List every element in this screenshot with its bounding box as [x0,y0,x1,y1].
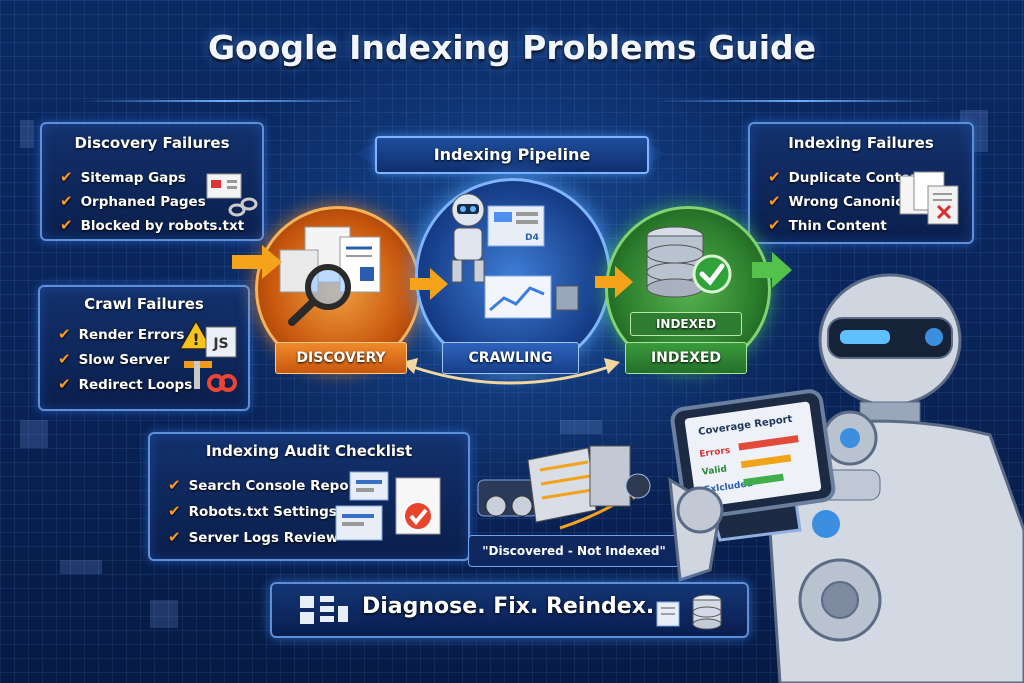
broken-link-page-icon [206,173,258,217]
check-icon: ✔ [768,192,781,210]
list-item: ✔Thin Content [768,216,887,234]
db-indexed-badge: INDEXED [630,312,742,336]
discovered-not-indexed-quote: "Discovered - Not Indexed" [468,535,680,567]
panel-title: Indexing Failures [788,134,934,152]
check-icon: ✔ [768,216,781,234]
feedback-loop-arrow [409,364,613,385]
tablet-bar-errors [738,435,799,451]
check-icon: ✔ [58,350,71,368]
stage-label-discovery: DISCOVERY [275,342,407,374]
list-item: ✔Search Console Reports [168,476,370,494]
list-item: ✔Wrong Canonical [768,192,918,210]
stage-label-indexed: INDEXED [625,342,747,374]
arrow-crawling-to-indexed [595,266,633,298]
list-item: ✔Duplicate Content [768,168,927,186]
indexing-failures-panel: Indexing Failures ✔Duplicate Content ✔Wr… [748,122,974,244]
pixel-block [150,600,178,628]
magnifier-pages-icon [279,226,381,326]
audit-checklist-panel: Indexing Audit Checklist ✔Search Console… [148,432,470,561]
list-item: ✔Blocked by robots.txt [60,216,245,234]
server-rack-icon [477,445,651,523]
list-item: ✔Server Logs Review [168,528,339,546]
panel-title: Discovery Failures [74,134,230,152]
title-rule-left [80,100,370,102]
list-item: ✔Slow Server [58,350,170,368]
pipeline-ribbon-label: Indexing Pipeline [433,145,591,164]
sitemap-tree-icon [300,596,348,624]
check-icon: ✔ [768,168,781,186]
tablet-row-errors: Errors [699,446,731,460]
svg-text:!: ! [192,330,199,349]
pixel-block [60,560,102,574]
database-check-icon [646,226,732,298]
page-title: Google Indexing Problems Guide [207,28,817,67]
list-item: ✔Robots.txt Settings [168,502,337,520]
check-icon: ✔ [168,502,181,520]
crawl-failures-panel: Crawl Failures ✔Render Errors ✔Slow Serv… [38,285,250,411]
tablet-row-valid: Valid [701,464,727,477]
check-icon: ✔ [168,476,181,494]
footer-tagline: Diagnose. Fix. Reindex. [362,594,655,619]
pixel-block [20,120,34,148]
feedback-arrowhead-right [604,358,620,374]
check-icon: ✔ [60,216,73,234]
audit-documents-icon [335,471,441,541]
list-item: ✔Sitemap Gaps [60,168,186,186]
ribbon-tail-right [645,142,665,166]
check-icon: ✔ [58,375,71,393]
check-icon: ✔ [60,168,73,186]
pixel-block [20,420,48,448]
ribbon-tail-left [356,142,376,166]
database-stack-icon [656,594,722,630]
tablet-bar-excluded [743,473,784,487]
footer-banner: Diagnose. Fix. Reindex. [270,582,749,638]
check-icon: ✔ [60,192,73,210]
js-tag: JS [212,336,228,352]
stage-label-crawling: CRAWLING [442,342,579,374]
robot-mascot-icon: Coverage Report Errors Valid Exlcluded [668,273,1024,683]
arrow-discovery-to-crawling [410,268,448,300]
warning-js-icon: ! JS [178,319,237,392]
list-item: ✔Render Errors [58,325,185,343]
duplicate-documents-icon [899,171,959,225]
screen-tag: D4 [525,233,539,243]
panel-title: Indexing Audit Checklist [205,442,413,460]
arrow-out-of-indexed [752,252,792,288]
panel-title: Crawl Failures [84,295,204,313]
tablet-bar-valid [740,454,792,469]
discovery-failures-panel: Discovery Failures ✔Sitemap Gaps ✔Orphan… [40,122,264,241]
check-icon: ✔ [168,528,181,546]
title-rule-right [654,100,944,102]
check-icon: ✔ [58,325,71,343]
pixel-block [560,420,602,434]
arrow-into-discovery [232,245,282,279]
list-item: ✔Orphaned Pages [60,192,206,210]
list-item: ✔Redirect Loops [58,375,193,393]
pipeline-ribbon: Indexing Pipeline [375,136,649,174]
crawler-robot-icon: D4 [451,193,579,319]
